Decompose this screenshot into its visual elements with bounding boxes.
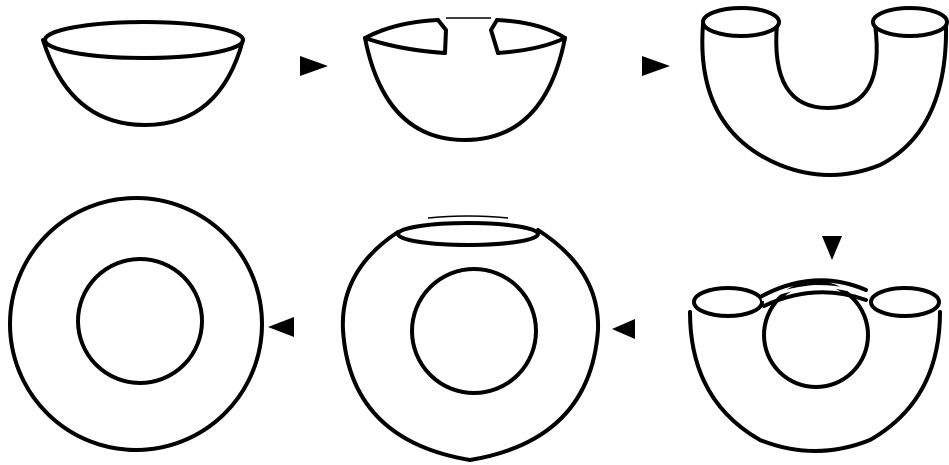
- arrow-down-icon: [822, 236, 842, 260]
- stage-u-tube: [702, 8, 947, 175]
- stage-bent-tube: [690, 280, 940, 451]
- arrow-left-icon: [612, 319, 635, 339]
- stage-hemisphere-with-slit: [365, 18, 565, 140]
- arrow-right-icon: [642, 56, 670, 76]
- stage-closed-torus: [343, 216, 598, 460]
- stage-hemisphere: [43, 22, 243, 125]
- arrow-right-icon: [300, 56, 328, 76]
- stage-annulus: [10, 198, 262, 450]
- arrow-left-icon: [268, 317, 294, 337]
